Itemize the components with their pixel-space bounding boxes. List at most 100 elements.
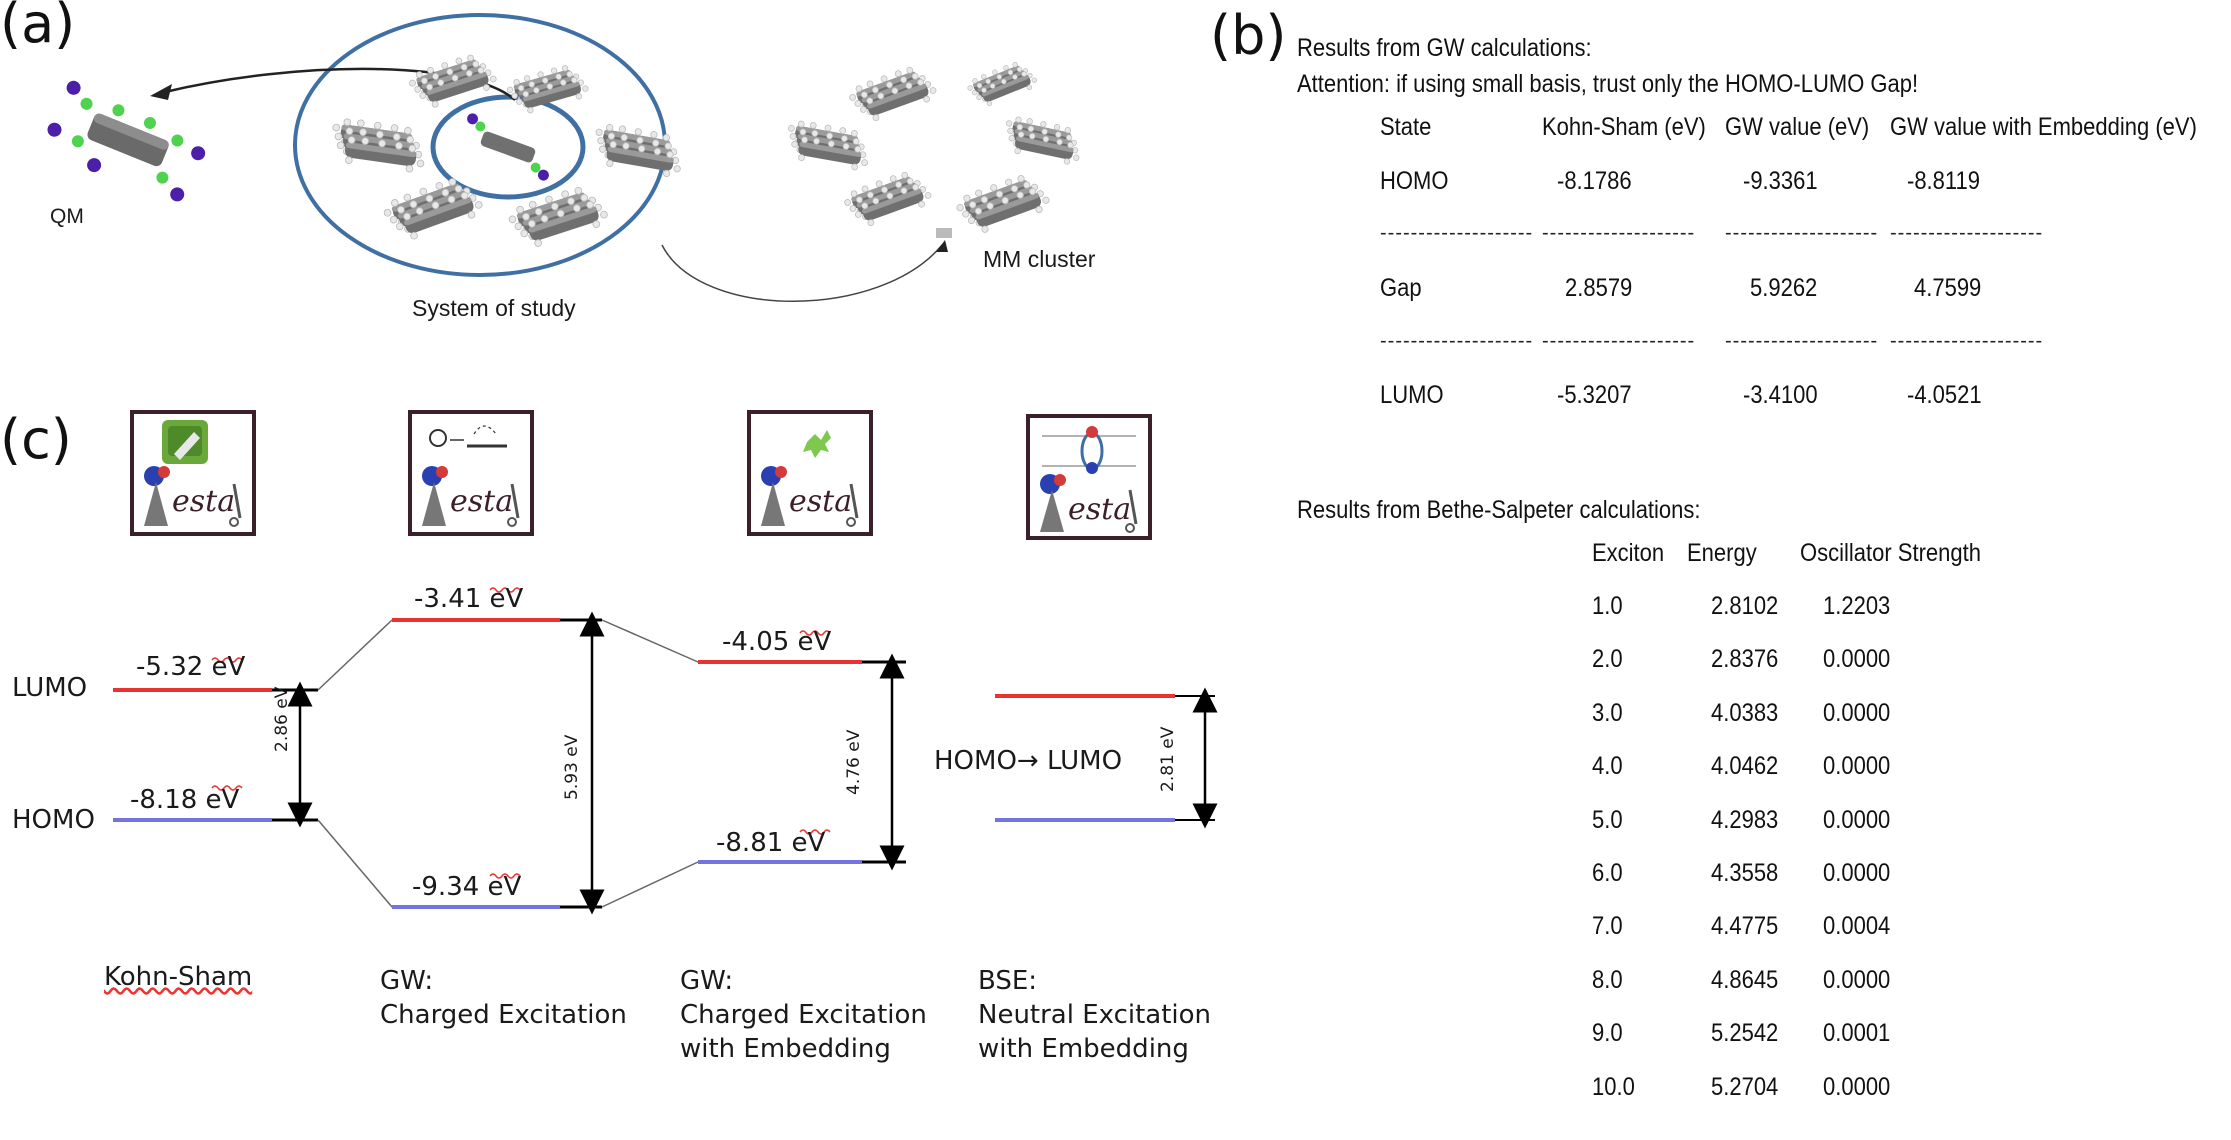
siesta-logo-gw: esta	[408, 410, 534, 536]
gw-separator: --------------------	[1725, 330, 1879, 352]
gw-separator: --------------------	[1890, 330, 2044, 352]
gw-separator: --------------------	[1725, 222, 1879, 244]
bse-cell-oscillator: 0.0004	[1823, 912, 1891, 940]
bse-cell-exciton: 3.0	[1592, 699, 1623, 727]
bse-cell-exciton: 4.0	[1592, 752, 1623, 780]
gw-row-gap-ks: 2.8579	[1565, 274, 1633, 302]
bse-cell-oscillator: 0.0000	[1823, 1073, 1891, 1101]
gw-homo-value: -9.34 eV	[412, 872, 522, 902]
bse-cell-energy: 2.8102	[1711, 592, 1779, 620]
gw-header-gw: GW value (eV)	[1725, 113, 1870, 141]
bse-gap-value: 2.81 eV	[1158, 726, 1178, 792]
bse-cell-energy: 4.0383	[1711, 699, 1779, 727]
bse-cell-oscillator: 1.2203	[1823, 592, 1891, 620]
gw-attention-note: Attention: if using small basis, trust o…	[1297, 70, 1919, 98]
gw-gap-value: 5.93 eV	[562, 734, 582, 800]
bse-cell-energy: 5.2704	[1711, 1073, 1779, 1101]
bse-cell-energy: 4.3558	[1711, 859, 1779, 887]
gw-row-gap-gw: 5.9262	[1750, 274, 1818, 302]
homo-axis-label: HOMO	[12, 805, 95, 835]
bse-cell-exciton: 8.0	[1592, 966, 1623, 994]
qm-arrow	[164, 67, 516, 101]
bse-header-energy: Energy	[1687, 539, 1757, 567]
bse-cell-exciton: 5.0	[1592, 806, 1623, 834]
bse-cell-energy: 4.0462	[1711, 752, 1779, 780]
qm-region-ellipse	[430, 94, 586, 200]
ks-gap-value: 2.86 eV	[272, 686, 292, 752]
gw-separator: --------------------	[1380, 330, 1534, 352]
caption-gw: GW: Charged Excitation	[380, 964, 627, 1032]
siesta-logo-bse: esta	[1026, 414, 1152, 540]
lumo-axis-label: LUMO	[12, 673, 88, 703]
bse-cell-energy: 2.8376	[1711, 645, 1779, 673]
mm-arrow	[661, 244, 943, 302]
panel-b-letter: (b)	[1210, 4, 1287, 67]
bse-cell-exciton: 1.0	[1592, 592, 1623, 620]
gw-row-homo-gw: -9.3361	[1743, 167, 1818, 195]
bse-cell-oscillator: 0.0000	[1823, 752, 1891, 780]
qm-molecule	[47, 80, 206, 202]
caption-gwe-line3: with Embedding	[680, 1034, 891, 1064]
bse-cell-exciton: 9.0	[1592, 1019, 1623, 1047]
gw-row-lumo-gwe: -4.0521	[1907, 381, 1982, 409]
bse-header-oscillator: Oscillator Strength	[1800, 539, 1981, 567]
caption-gw-line1: GW:	[380, 966, 434, 996]
ks-homo-value: -8.18 eV	[130, 785, 240, 815]
gw-separator: --------------------	[1890, 222, 2044, 244]
gw-row-lumo-gw: -3.4100	[1743, 381, 1818, 409]
bse-cell-oscillator: 0.0000	[1823, 966, 1891, 994]
system-of-study-label: System of study	[412, 295, 576, 321]
gwe-gap-value: 4.76 eV	[844, 729, 864, 795]
bse-cell-energy: 4.2983	[1711, 806, 1779, 834]
siesta-logo-kohn-sham: esta	[130, 410, 256, 536]
panel-c-letter: (c)	[0, 408, 72, 471]
gw-separator: --------------------	[1542, 330, 1696, 352]
bse-transition-label: HOMO→ LUMO	[934, 746, 1123, 776]
gw-header-gw-embedding: GW value with Embedding (eV)	[1890, 113, 2197, 141]
logo-word: esta	[789, 484, 853, 519]
gw-separator: --------------------	[1380, 222, 1534, 244]
bse-cell-oscillator: 0.0001	[1823, 1019, 1891, 1047]
bse-cell-exciton: 2.0	[1592, 645, 1623, 673]
caption-kohn-sham: Kohn-Sham	[104, 962, 253, 992]
gw-separator: --------------------	[1542, 222, 1696, 244]
gw-row-homo-state: HOMO	[1380, 167, 1449, 195]
gw-row-lumo-ks: -5.3207	[1557, 381, 1632, 409]
bse-cell-exciton: 7.0	[1592, 912, 1623, 940]
gw-header-state: State	[1380, 113, 1432, 141]
gw-row-lumo-state: LUMO	[1380, 381, 1444, 409]
caption-bse: BSE: Neutral Excitation with Embedding	[978, 964, 1211, 1066]
logo-word: esta	[1068, 492, 1132, 527]
bse-cell-energy: 5.2542	[1711, 1019, 1779, 1047]
caption-gw-line2: Charged Excitation	[380, 1000, 627, 1030]
gwe-homo-value: -8.81 eV	[716, 828, 826, 858]
bse-cell-exciton: 6.0	[1592, 859, 1623, 887]
caption-gw-embedding: GW: Charged Excitation with Embedding	[680, 964, 927, 1066]
bse-cell-energy: 4.4775	[1711, 912, 1779, 940]
gw-row-homo-gwe: -8.8119	[1907, 167, 1980, 195]
gw-row-homo-ks: -8.1786	[1557, 167, 1632, 195]
mm-cluster-label: MM cluster	[983, 246, 1096, 272]
caption-gwe-line2: Charged Excitation	[680, 1000, 927, 1030]
bse-cell-energy: 4.8645	[1711, 966, 1779, 994]
caption-gwe-line1: GW:	[680, 966, 734, 996]
gw-results-title: Results from GW calculations:	[1297, 34, 1592, 62]
logo-word: esta	[450, 484, 514, 519]
bse-results-title: Results from Bethe-Salpeter calculations…	[1297, 496, 1701, 524]
caption-bse-line3: with Embedding	[978, 1034, 1189, 1064]
bse-header-exciton: Exciton	[1592, 539, 1665, 567]
gw-lumo-value: -3.41 eV	[414, 584, 524, 614]
qm-label: QM	[50, 205, 84, 228]
bse-cell-oscillator: 0.0000	[1823, 699, 1891, 727]
caption-bse-line2: Neutral Excitation	[978, 1000, 1212, 1030]
bse-cell-exciton: 10.0	[1592, 1073, 1635, 1101]
panel-a-figure	[47, 13, 1250, 302]
gw-header-kohn-sham: Kohn-Sham (eV)	[1542, 113, 1706, 141]
gw-row-gap-state: Gap	[1380, 274, 1422, 302]
caption-bse-line1: BSE:	[978, 966, 1038, 996]
bse-cell-oscillator: 0.0000	[1823, 806, 1891, 834]
bse-cell-oscillator: 0.0000	[1823, 859, 1891, 887]
gwe-lumo-value: -4.05 eV	[722, 627, 832, 657]
bse-cell-oscillator: 0.0000	[1823, 645, 1891, 673]
logo-word: esta	[172, 484, 236, 519]
